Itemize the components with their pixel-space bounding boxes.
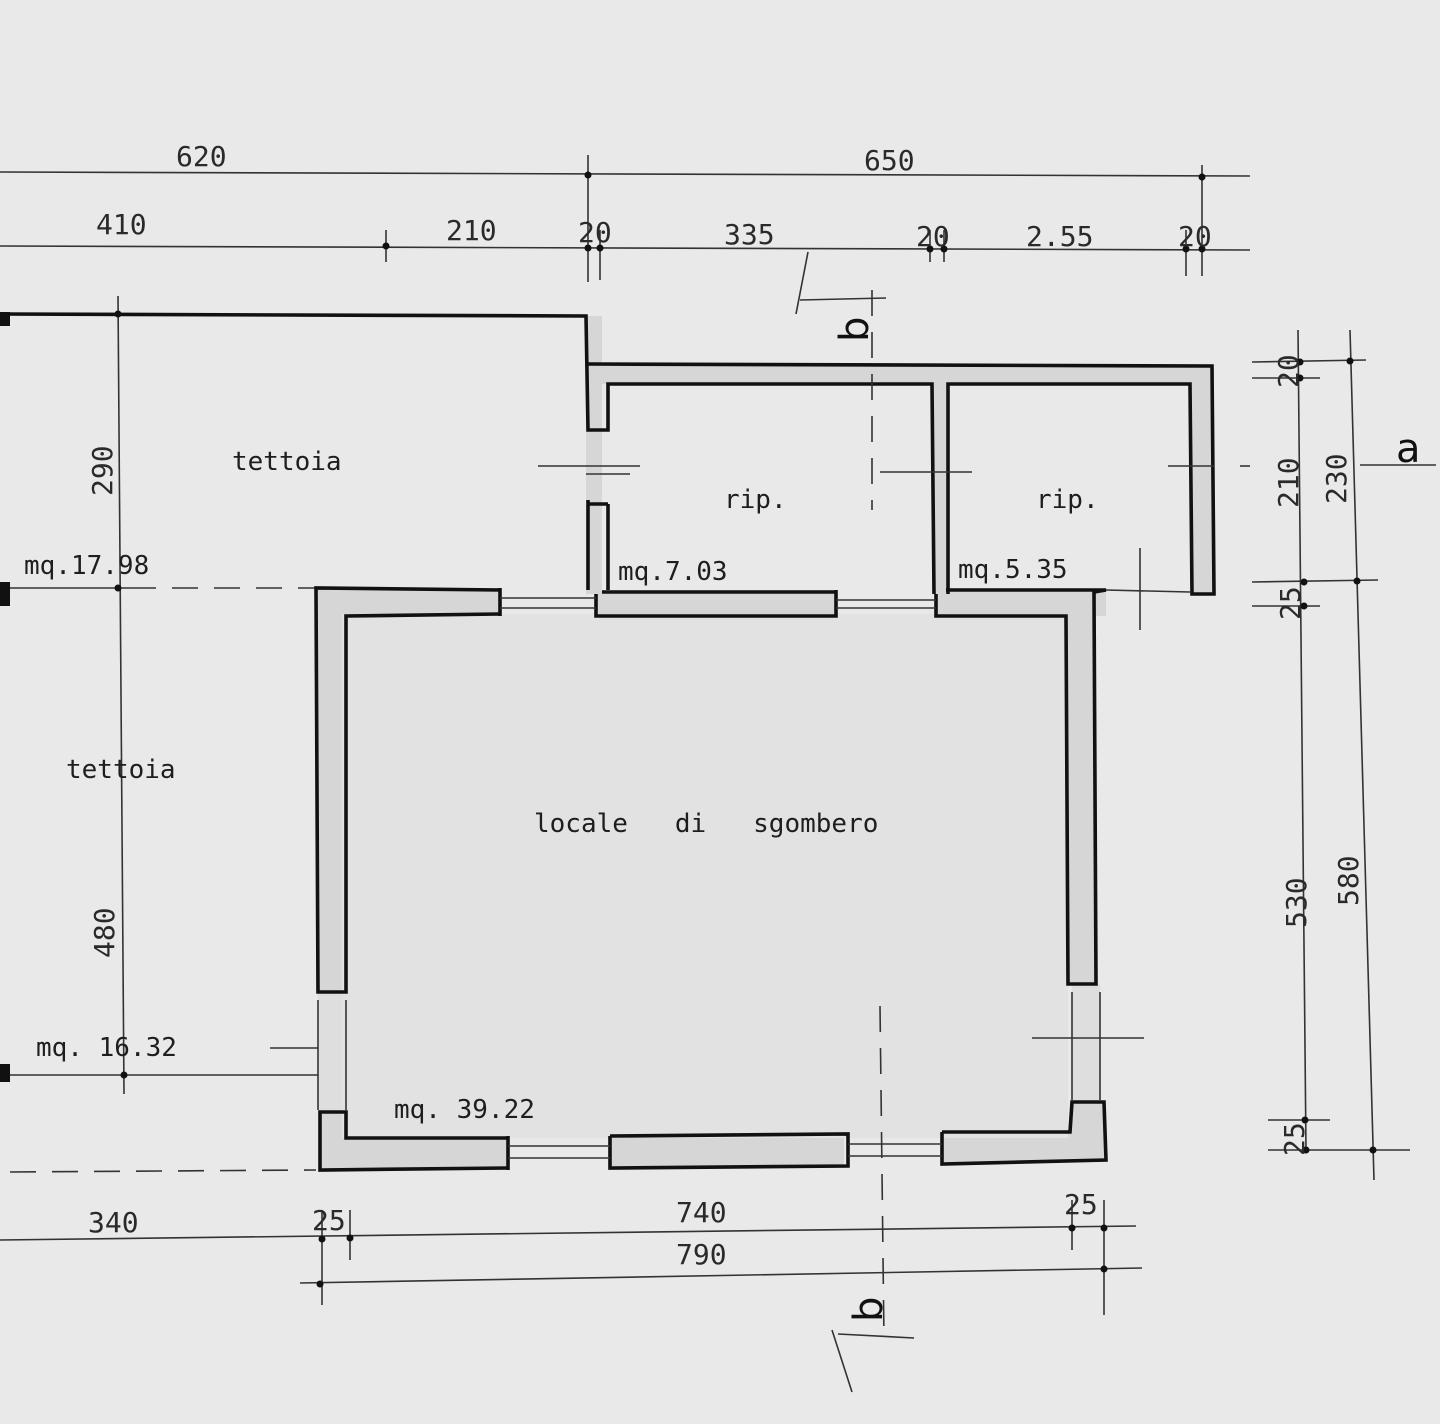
section-lines	[795, 251, 915, 1393]
dim-right-25-bottom: 25	[1278, 1122, 1311, 1156]
room-area-main: mq. 39.22	[394, 1095, 535, 1125]
room-area-rip-right: mq.5.35	[958, 555, 1068, 585]
dim-top-20-c: 20	[1178, 220, 1212, 253]
dim-bottom-740: 740	[676, 1196, 727, 1229]
top-dimension-lines	[0, 155, 1251, 282]
section-mark-a: a	[1396, 426, 1421, 472]
dim-bottom-25-left: 25	[312, 1204, 346, 1237]
dim-bottom-25-right: 25	[1064, 1188, 1098, 1221]
room-label-tettoia-upper: tettoia	[232, 447, 342, 477]
dim-top-20-b: 20	[916, 220, 950, 253]
dim-left-290: 290	[86, 445, 119, 496]
room-label-tettoia-lower: tettoia	[66, 755, 176, 785]
dim-top-255: 2.55	[1026, 220, 1093, 253]
dim-right-20: 20	[1272, 354, 1305, 388]
dim-right-210: 210	[1272, 457, 1305, 508]
dim-top-210: 210	[446, 214, 497, 247]
dim-top-335: 335	[724, 218, 775, 251]
room-label-rip-left: rip.	[724, 485, 787, 515]
dim-bottom-340: 340	[88, 1206, 139, 1239]
dim-left-480: 480	[88, 907, 121, 958]
dim-top-20-a: 20	[578, 216, 612, 249]
dim-top-total-650: 650	[864, 144, 915, 177]
dim-right-230: 230	[1320, 453, 1353, 504]
room-area-tettoia-upper: mq.17.98	[24, 551, 149, 581]
dim-top-total-620: 620	[176, 140, 227, 173]
dim-top-410: 410	[96, 208, 147, 241]
right-dimension-lines	[1251, 329, 1436, 1181]
dim-bottom-790: 790	[676, 1238, 727, 1271]
ripostigli-walls	[0, 312, 1250, 630]
section-mark-b-bottom: b	[846, 1297, 892, 1322]
room-area-rip-left: mq.7.03	[618, 557, 728, 587]
room-label-main: locale di sgombero	[534, 809, 878, 839]
main-room-walls	[314, 586, 1144, 1172]
dim-right-25-top: 25	[1274, 586, 1307, 620]
section-mark-b-top: b	[832, 317, 878, 342]
dim-right-580: 580	[1332, 855, 1365, 906]
room-area-tettoia-lower: mq. 16.32	[36, 1033, 177, 1063]
dim-right-530: 530	[1280, 877, 1313, 928]
room-label-rip-right: rip.	[1036, 485, 1099, 515]
bottom-dimension-lines	[0, 1200, 1143, 1315]
